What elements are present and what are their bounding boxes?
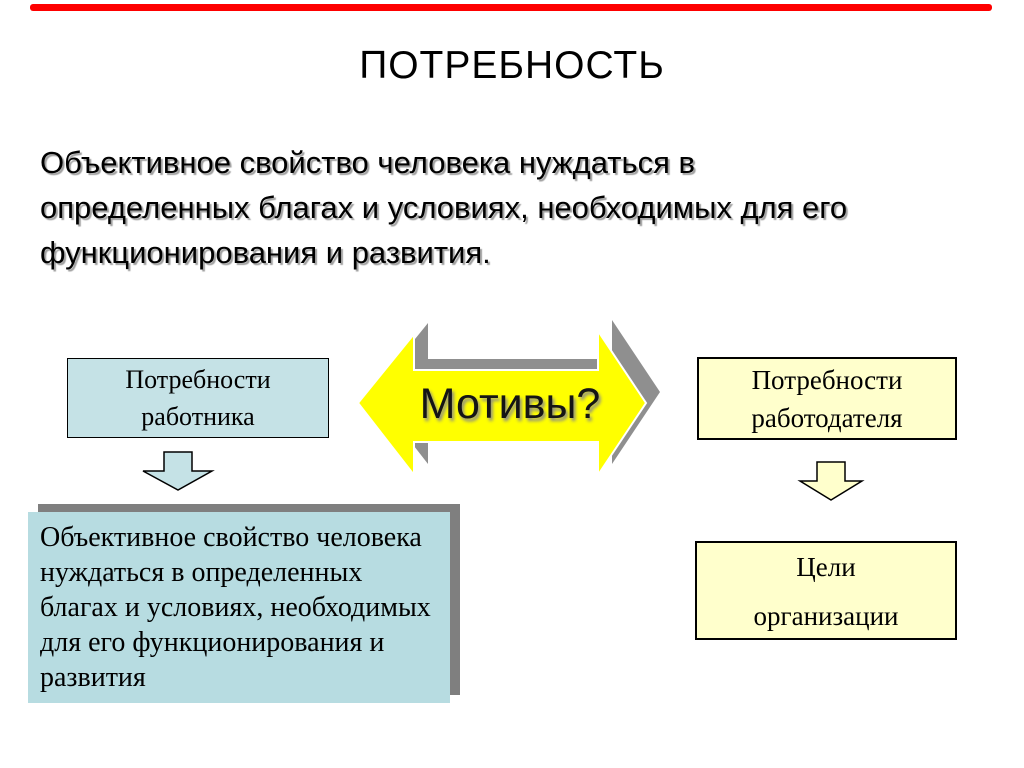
motives-label: Мотивы?	[419, 380, 601, 428]
employer-down-arrow-shape	[797, 461, 865, 501]
double-arrow-body-shape	[356, 327, 648, 479]
worker-needs-label: Потребности работника	[125, 365, 271, 431]
worker-needs-box: Потребности работника	[67, 358, 329, 438]
objective-definition-label: Объективное свойство человека нуждаться …	[40, 522, 431, 693]
worker-down-arrow-icon	[142, 451, 215, 491]
organization-goals-box: Цели организации	[695, 541, 957, 640]
worker-down-arrow-shape	[142, 451, 215, 491]
employer-needs-box: Потребности работодателя	[697, 357, 957, 440]
red-accent-bar	[30, 4, 992, 11]
objective-definition-box: Объективное свойство человека нуждаться …	[28, 512, 450, 703]
employer-needs-label: Потребности работодателя	[751, 364, 903, 433]
definition-text: Объективное свойство человека нуждаться …	[40, 145, 848, 270]
slide-title: ПОТРЕБНОСТЬ	[359, 44, 665, 87]
motives-double-arrow-icon	[356, 320, 660, 479]
organization-goals-label: Цели организации	[753, 551, 899, 631]
employer-down-arrow-icon	[797, 461, 865, 501]
